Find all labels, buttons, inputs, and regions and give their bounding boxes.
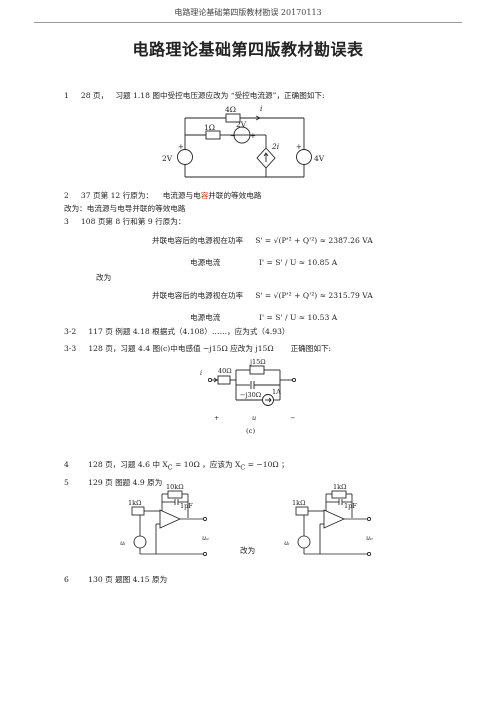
left-source-label: 2V: [162, 154, 173, 163]
equation-label: 电源电流: [190, 258, 221, 267]
erratum-text-b: = 10Ω ，应该为 X: [172, 460, 241, 469]
erratum-text: 128 页，习题 4.4 图(c)中电感值 −j15Ω 应改为 j15Ω: [88, 344, 274, 353]
erratum-number: 6: [64, 575, 69, 584]
right-source-label: 4V: [314, 154, 325, 163]
feedback-capacitor-label: 1pF: [344, 502, 357, 510]
erratum-5: 5 129 页 图题 4.9 原为: [64, 477, 162, 488]
ctrl-voltage-label: 2V: [236, 120, 247, 129]
circuit-figure-1: 4Ω 1Ω 2V 2V 4V i 2i − + + +: [162, 104, 325, 178]
equation: S' = √(P'² + Q'²) ≈ 2387.26 VA: [255, 236, 373, 245]
erratum-1: 1 28 页， 习题 1.18 图中受控电压源应改为 “受控电流源”，正确图如下…: [64, 90, 325, 101]
svg-text:+: +: [296, 143, 302, 151]
new-equation-2: 电源电流 I' = S' / U ≈ 10.53 A: [190, 312, 337, 323]
erratum-text: 128 页，习题 4.6 中 X: [88, 460, 168, 469]
circuit-figure-c: i 40Ω j15Ω −j30Ω 1A + u − (c): [200, 358, 297, 435]
subscript: C: [240, 464, 246, 472]
erratum-number: 3-2: [64, 327, 77, 336]
orig-equation-1: 并联电容后的电源视在功率 S' = √(P'² + Q'²) ≈ 2387.26…: [152, 235, 373, 246]
feedback-capacitor-label: 1pF: [180, 502, 193, 510]
dependent-source-label: 2i: [271, 142, 280, 151]
input-voltage-label: uᵢ: [120, 539, 126, 547]
orig-equation-2: 电源电流 I' = S' / U ≈ 10.85 A: [190, 257, 337, 268]
page-title: 电路理论基础第四版教材勘误表: [132, 40, 364, 59]
svg-text:+: +: [178, 143, 184, 151]
erratum-text-b: 并联的等效电路: [208, 191, 262, 200]
voltage-label-u: u: [252, 414, 256, 422]
input-resistor-label: 1kΩ: [292, 499, 305, 507]
subscript: C: [167, 464, 173, 472]
resistor-label-4: 4Ω: [225, 105, 236, 114]
equation: I' = S' / U ≈ 10.85 A: [259, 258, 338, 267]
erratum-text: 129 页 图题 4.9 原为: [88, 478, 163, 487]
erratum-2-fix: 改为：电流源与电导并联的等效电路: [64, 204, 186, 213]
erratum-number: 4: [64, 460, 69, 469]
figure-caption: (c): [246, 427, 255, 435]
current-label-i: i: [200, 369, 202, 377]
erratum-page: 108 页第 8 行和第 9 行原为：: [80, 217, 186, 226]
capacitor-label: −j30Ω: [240, 391, 261, 399]
opamp-circuit-corrected: 1kΩ 1pF 1kΩ uᵢ uₒ: [284, 483, 373, 557]
erratum-number: 3: [64, 217, 69, 226]
erratum-number: 5: [64, 478, 69, 487]
resistor-label: 40Ω: [218, 367, 232, 375]
figure-change-label: 改为: [240, 546, 256, 555]
erratum-3-3: 3-3 128 页，习题 4.4 图(c)中电感值 −j15Ω 应改为 j15Ω…: [64, 343, 331, 354]
plus-terminal: +: [214, 414, 219, 422]
erratum-2: 2 37 页第 12 行原为： 电流源与电容并联的等效电路: [64, 190, 261, 201]
erratum-3: 3 108 页第 8 行和第 9 行原为：: [64, 216, 186, 227]
equation-label: 并联电容后的电源视在功率: [152, 291, 244, 300]
erratum-3-2: 3-2 117 页 例题 4.18 根据式（4.108）……，应为式（4.93）: [64, 326, 290, 337]
output-voltage-label: uₒ: [366, 534, 373, 542]
page-header: 电路理论基础第四版教材勘误 20170113: [174, 8, 322, 17]
feedback-resistor-label: 10kΩ: [166, 483, 184, 491]
opamp-circuit-original: 10kΩ 1pF 1kΩ uᵢ uₒ: [120, 483, 209, 557]
erratum-text: 117 页 例题 4.18 根据式（4.108）……，应为式（4.93）: [88, 327, 290, 336]
input-voltage-label: uᵢ: [284, 539, 290, 547]
svg-text:+: +: [250, 132, 256, 140]
current-label-i: i: [260, 104, 263, 113]
erratum-number: 2: [64, 191, 69, 200]
change-label: 改为: [96, 273, 112, 282]
resistor-label-1: 1Ω: [204, 123, 215, 132]
erratum-number: 3-3: [64, 344, 77, 353]
erratum-text-b: 正确图如下:: [290, 344, 332, 353]
current-source-label: 1A: [272, 388, 281, 396]
svg-text:−: −: [230, 132, 236, 140]
erratum-page: 28 页，: [80, 91, 109, 100]
erratum-6: 6 130 页 题图 4.15 原为: [64, 574, 167, 585]
erratum-text: 130 页 题图 4.15 原为: [88, 575, 168, 584]
equation-label: 电源电流: [190, 313, 221, 322]
equation: S' = √(P'² + Q'²) ≈ 2315.79 VA: [255, 291, 373, 300]
equation-label: 并联电容后的电源视在功率: [152, 236, 244, 245]
equation: I' = S' / U ≈ 10.53 A: [259, 313, 338, 322]
minus-terminal: −: [290, 414, 295, 422]
inductor-label: j15Ω: [249, 358, 266, 366]
erratum-number: 1: [64, 91, 69, 100]
erratum-highlight: 容: [200, 191, 209, 200]
erratum-text-a: 电流源与电: [162, 191, 201, 200]
feedback-resistor-label: 1kΩ: [333, 483, 346, 491]
header-divider: [34, 22, 462, 23]
erratum-text-c: = −10Ω ；: [245, 460, 289, 469]
erratum-text: 习题 1.18 图中受控电压源应改为 “受控电流源”，正确图如下:: [115, 91, 325, 100]
output-voltage-label: uₒ: [202, 534, 209, 542]
erratum-4: 4 128 页，习题 4.6 中 XC = 10Ω ，应该为 XC = −10Ω…: [64, 459, 289, 472]
erratum-page: 37 页第 12 行原为：: [80, 191, 154, 200]
new-equation-1: 并联电容后的电源视在功率 S' = √(P'² + Q'²) ≈ 2315.79…: [152, 290, 373, 301]
input-resistor-label: 1kΩ: [128, 499, 141, 507]
